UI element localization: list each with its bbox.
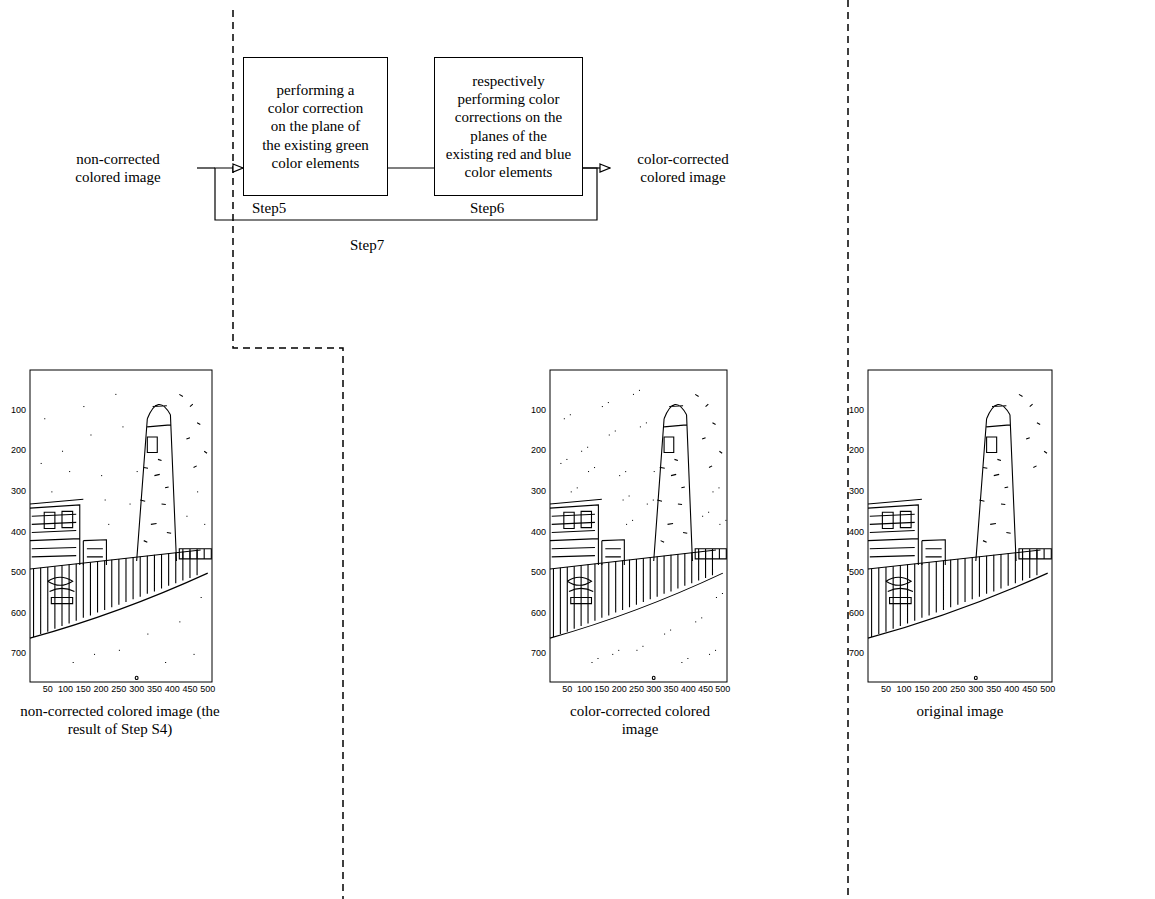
- axis-tick-label: 100: [0, 405, 26, 416]
- axis-tick-label: 600: [516, 608, 546, 619]
- image-caption: non-corrected colored image (the result …: [20, 702, 220, 739]
- image-caption: color-corrected colored image: [555, 702, 725, 739]
- image-plot: [550, 370, 727, 682]
- connector: [388, 167, 434, 168]
- axis-tick-label: 700: [834, 648, 864, 659]
- axis-tick-label: 600: [0, 608, 26, 619]
- axis-tick-label: 600: [834, 608, 864, 619]
- axis-tick-label: 200: [516, 445, 546, 456]
- input-line: [197, 167, 215, 168]
- process-box: respectively performing color correction…: [434, 57, 583, 196]
- axis-tick-label: 500: [516, 567, 546, 578]
- step-label: Step7: [350, 236, 410, 254]
- image-plot: [30, 370, 212, 682]
- axis-tick-label: 100: [834, 405, 864, 416]
- axis-tick-label: 500: [0, 567, 26, 578]
- axis-tick-label: 400: [834, 527, 864, 538]
- io-label: non-corrected colored image: [58, 150, 178, 187]
- axis-tick-label: 500: [1033, 684, 1063, 695]
- process-box: performing a color correction on the pla…: [243, 57, 388, 196]
- axis-tick-label: 700: [516, 648, 546, 659]
- axis-tick-label: 100: [516, 405, 546, 416]
- box-text: respectively performing color correction…: [445, 72, 572, 182]
- axis-tick-label: 200: [834, 445, 864, 456]
- axis-tick-label: 300: [516, 486, 546, 497]
- axis-tick-label: 700: [0, 648, 26, 659]
- axis-tick-label: 400: [516, 527, 546, 538]
- io-label: color-corrected colored image: [618, 150, 748, 187]
- axis-tick-label: 400: [0, 527, 26, 538]
- axis-tick-label: 500: [834, 567, 864, 578]
- axis-tick-label: 300: [834, 486, 864, 497]
- dashed-divider: [847, 0, 849, 899]
- axis-tick-label: 200: [0, 445, 26, 456]
- step-label: Step5: [252, 199, 312, 217]
- step-label: Step6: [470, 199, 530, 217]
- image-plot: [868, 370, 1052, 682]
- axis-tick-label: 500: [708, 684, 738, 695]
- image-caption: original image: [875, 702, 1045, 720]
- box-text: performing a color correction on the pla…: [260, 81, 371, 172]
- axis-tick-label: 300: [0, 486, 26, 497]
- axis-tick-label: 500: [193, 684, 223, 695]
